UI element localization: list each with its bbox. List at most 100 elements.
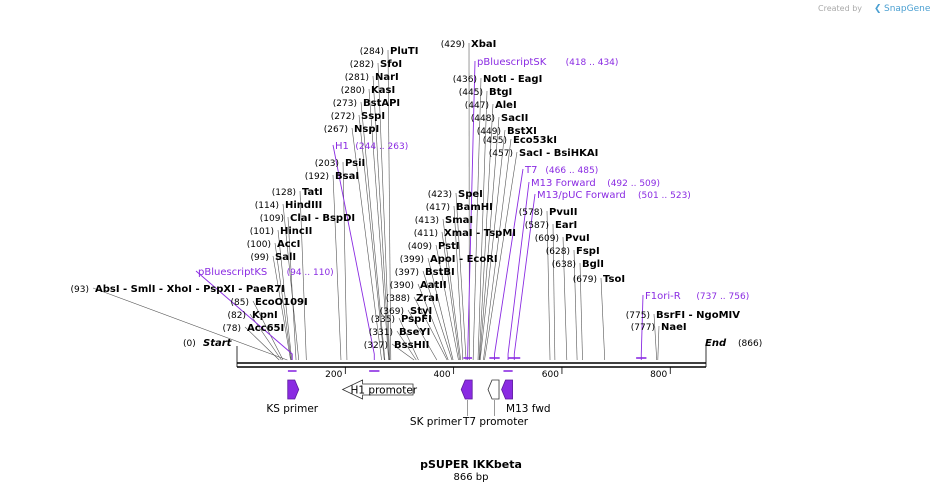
enzyme-site-bsai[interactable]: (192)BsaI [305, 171, 359, 182]
enzyme-site-btgi[interactable]: (445) BtgI [459, 87, 512, 98]
primer-range: (418 .. 434) [566, 58, 619, 68]
enzyme-site-zrai[interactable]: (388)ZraI [386, 293, 439, 304]
primer-name: H1 [335, 141, 349, 152]
enzyme-site-eco53ki[interactable]: (455)Eco53kI [483, 135, 557, 146]
leader-sacii [479, 116, 500, 361]
enzyme-position: (397) [395, 268, 419, 278]
enzyme-site-xmai-tspmi[interactable]: (411)XmaI - TspMI [414, 228, 516, 239]
enzyme-name: BglI [582, 259, 604, 270]
enzyme-site-saci-bsihkai[interactable]: (457)SacI - BsiHKAI [489, 148, 599, 159]
enzyme-site-bstxi[interactable]: (449)BstXI [477, 126, 537, 137]
enzyme-site-sali[interactable]: (99)SalI [251, 252, 297, 263]
leader-apoi-ecori [427, 257, 454, 361]
enzyme-name: NspI [354, 124, 379, 135]
enzyme-name: BstBI [425, 267, 455, 278]
enzyme-site-xbai[interactable]: (429)XbaI [441, 39, 497, 50]
leader-bseyi [396, 330, 417, 361]
leader-nspi [351, 127, 382, 361]
enzyme-site-bamhi[interactable]: (417)BamHI [426, 202, 493, 213]
enzyme-site-psti[interactable]: (409)PstI [408, 241, 460, 252]
enzyme-site-bseyi[interactable]: (331)BseYI [369, 327, 431, 338]
enzyme-position: (411) [414, 229, 438, 239]
primer-site-m13-puc-forward[interactable]: M13/pUC Forward(501 .. 523) [537, 190, 691, 201]
enzyme-site-noti-eagi[interactable]: (436)NotI - EagI [453, 74, 543, 85]
enzyme-site-psii[interactable]: (203)PsiI [315, 158, 365, 169]
leader-aatii [417, 283, 449, 361]
primer-site-h1[interactable]: H1(244 .. 263) [335, 141, 408, 152]
primer-name: F1ori-R [645, 291, 681, 302]
feature-t7-promoter[interactable]: T7 promoter [462, 379, 529, 428]
enzyme-site-naei[interactable]: (777)NaeI [631, 322, 687, 333]
enzyme-site-bstbi[interactable]: (397) BstBI [395, 267, 455, 278]
backbone [236, 346, 707, 368]
enzyme-site-acci[interactable]: (100)AccI [247, 239, 301, 250]
leader-acc65i [244, 326, 280, 361]
primer-site-t7[interactable]: T7(466 .. 485) [524, 165, 598, 176]
enzyme-site-sfoi[interactable]: (282)SfoI [350, 59, 402, 70]
leader-kasi [368, 88, 389, 361]
enzyme-site-pvuii[interactable]: (578)PvuII [519, 207, 578, 218]
enzyme-site-smai[interactable]: (413)SmaI [415, 215, 473, 226]
enzyme-position: (449) [477, 127, 501, 137]
primer-site-pbluescriptsk[interactable]: pBluescriptSK(418 .. 434) [477, 57, 618, 68]
enzyme-site-apoi-ecori[interactable]: (399)ApoI - EcoRI [400, 254, 498, 265]
enzyme-position: (445) [459, 88, 483, 98]
feature-m13-fwd[interactable]: M13 fwd [501, 379, 551, 415]
enzyme-site-bstapi[interactable]: (273)BstAPI [333, 98, 400, 109]
enzyme-site-hincii[interactable]: (101)HincII [250, 226, 313, 237]
end-label: End [705, 338, 727, 349]
enzyme-site-spei[interactable]: (423)SpeI [428, 189, 483, 200]
enzyme-site-absi-smli-xhoi-pspxi-paer7i[interactable]: (93)AbsI - SmlI - XhoI - PspXI - PaeR7I [71, 284, 285, 295]
enzyme-site-bsshii[interactable]: (327)BssHII [364, 340, 430, 351]
enzyme-site-ecoo109i[interactable]: (85)EcoO109I [231, 297, 308, 308]
enzyme-site-tati[interactable]: (128)TatI [272, 187, 323, 198]
enzyme-site-alei[interactable]: (447)AleI [465, 100, 517, 111]
enzyme-site-styi[interactable]: (369)StyI [380, 306, 432, 317]
enzyme-site-clai-bspdi[interactable]: (109)ClaI - BspDI [260, 213, 355, 224]
enzyme-name: BstAPI [363, 98, 400, 109]
primer-site-f1ori-r[interactable]: F1ori-R (737 .. 756) [645, 291, 749, 302]
enzyme-site-bsrfi-ngomiv[interactable]: (775)BsrFI - NgoMIV [626, 310, 740, 321]
enzyme-site-pluti[interactable]: (284)PluTI [360, 46, 419, 57]
enzyme-position: (388) [386, 294, 410, 304]
leader-eco53ki [483, 138, 512, 361]
enzyme-site-fspi[interactable]: (628)FspI [546, 246, 600, 257]
enzyme-name: SpeI [458, 189, 483, 200]
primer-range: (737 .. 756) [696, 292, 749, 302]
feature-ks-primer[interactable]: KS primer [266, 379, 319, 415]
feature-arrow [460, 379, 473, 400]
enzyme-site-pvui[interactable]: (609)PvuI [535, 233, 590, 244]
enzyme-site-hindiii[interactable]: (114)HindIII [255, 200, 322, 211]
leader-bstxi [479, 129, 506, 361]
leader-bsrfi-ngomiv [653, 313, 658, 361]
enzyme-site-kasi[interactable]: (280)KasI [341, 85, 395, 96]
enzyme-site-pspfi[interactable]: (335)PspFI [371, 314, 432, 325]
enzyme-position: (448) [471, 114, 495, 124]
enzyme-site-acc65i[interactable]: (78)Acc65I [223, 323, 285, 334]
enzyme-site-eari[interactable]: (587)EarI [525, 220, 577, 231]
enzyme-site-sspi[interactable]: (272)SspI [331, 111, 385, 122]
enzyme-position: (114) [255, 201, 279, 211]
enzyme-name: BtgI [489, 87, 512, 98]
enzyme-site-tsoi[interactable]: (679)TsoI [573, 274, 625, 285]
enzyme-site-nspi[interactable]: (267)NspI [324, 124, 379, 135]
enzyme-site-nari[interactable]: (281)NarI [345, 72, 399, 83]
leader-psii [342, 161, 348, 361]
enzyme-position: (436) [453, 75, 477, 85]
leader-bsshii [391, 343, 415, 361]
leader-sfoi [377, 62, 391, 361]
enzyme-site-kpni[interactable]: (82)KpnI [228, 310, 278, 321]
feature-h1-promoter[interactable]: H1 promoter [341, 379, 418, 400]
enzyme-site-bgli[interactable]: (638)BglI [552, 259, 604, 270]
enzyme-position: (327) [364, 341, 388, 351]
enzyme-site-sacii[interactable]: (448)SacII [471, 113, 529, 124]
map-title: pSUPER IKKbeta [420, 458, 522, 471]
feature-sk-primer[interactable]: SK primer [410, 379, 473, 428]
enzyme-position: (578) [519, 208, 543, 218]
enzyme-position: (609) [535, 234, 559, 244]
primer-site-m13-forward[interactable]: M13 Forward(492 .. 509) [531, 178, 660, 189]
primer-name: M13 Forward [531, 178, 596, 189]
primer-site-pbluescriptks[interactable]: pBluescriptKS(94 .. 110) [198, 267, 334, 278]
enzyme-site-aatii[interactable]: (390)AatII [390, 280, 447, 291]
